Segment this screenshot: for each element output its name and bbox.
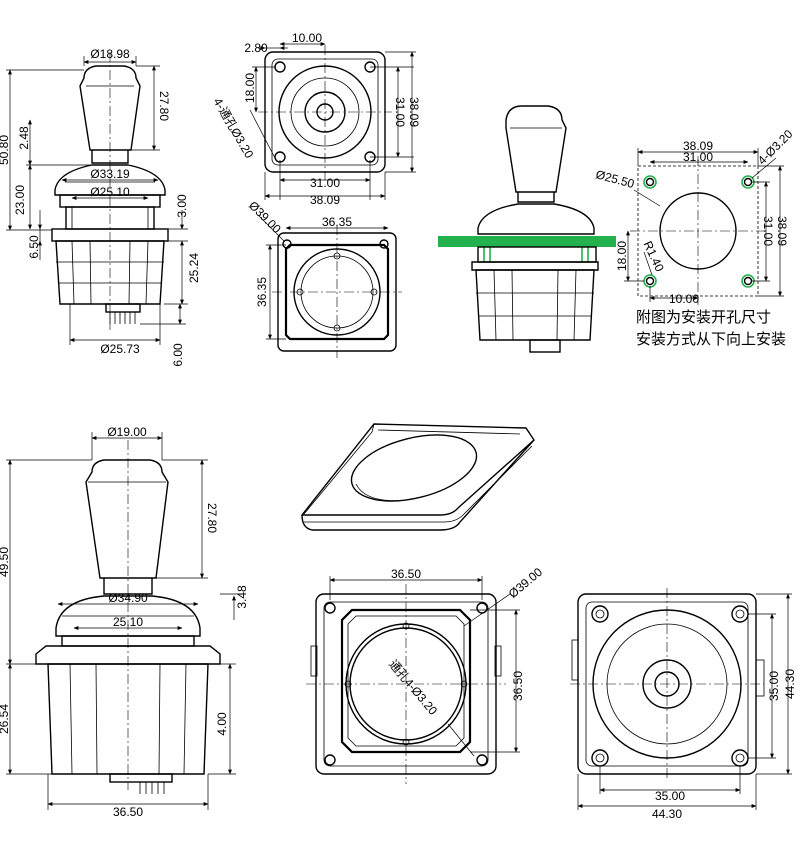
dim-bottom-width: 36.35 [322,215,352,229]
rear-view-bottom-right: 35.00 44.30 35.00 44.30 [570,588,797,821]
cutout-dim-pitch-x: 31.00 [683,150,713,164]
dim-bottom-circle: Ø39.00 [246,198,284,236]
side-view-top-left: Ø18.98 27.80 50.80 2.48 23.00 Ø33.19 Ø25… [0,47,201,367]
dim-hole-center-y: 18.00 [243,73,257,103]
cutout-dim-hole-y: 18.00 [615,241,629,271]
dim-width: 38.09 [310,193,340,207]
dim-hole-pitch-x: 31.00 [310,176,340,190]
dim-body-height: 25.24 [187,253,201,283]
panel-mount-view [438,105,616,353]
dim-height: 38.09 [407,97,421,127]
dim-collar-dia: Ø25.10 [90,185,130,199]
dim-bottom-height: 36.35 [255,277,269,307]
dim-total-height: 50.80 [0,135,11,165]
rear-dim-width: 44.30 [652,807,682,821]
cutout-dim-pitch-y: 31.00 [761,216,775,246]
dim-boot-dia: Ø33.19 [90,167,130,181]
front-dim-circle: Ø39.00 [506,565,545,601]
dim-boot-offset: 2.48 [17,126,31,150]
front-dim-height: 36.50 [511,671,525,701]
dim-boot-offset-2: 3.48 [235,585,249,609]
rear-dim-pitch-x: 35.00 [655,789,685,803]
front-view-bottom-mid: 36.50 Ø39.00 通孔4-Ø3.20 36.50 [306,565,545,784]
bottom-view-square: 36.35 Ø39.00 36.35 [246,198,402,358]
cutout-dim-width: 38.09 [683,139,713,153]
dim-body-height-2: 26.54 [0,704,11,734]
isometric-gasket [301,423,535,531]
top-view-square: 2.80 10.00 18.00 4-通孔Ø3.20 31.00 38.09 3… [211,31,421,207]
dim-4-holes: 4-通孔Ø3.20 [211,95,257,161]
dim-hole-center-x: 10.00 [292,31,322,45]
dim-body-width-2: 36.50 [113,805,143,819]
dim-hole-edge: 2.80 [244,41,268,55]
dim-flange-offset: 6.50 [27,235,41,259]
cutout-dim-height: 38.09 [775,216,789,246]
cutout-dim-hole-x: 10.00 [669,292,699,306]
dim-handle-height: 27.80 [157,91,171,121]
front-dim-holes: 通孔4-Ø3.20 [386,657,440,718]
side-view-bottom-left: Ø19.00 27.80 49.50 3.48 Ø34.90 25.10 26.… [0,425,249,819]
dim-boot-height: 23.00 [13,185,27,215]
dim-total-height-2: 49.50 [0,547,11,577]
dim-handle-height-2: 27.80 [205,503,219,533]
front-dim-width: 36.50 [391,567,421,581]
rear-dim-height: 44.30 [783,669,797,699]
mounting-panel [438,236,616,247]
dim-body-dia: Ø25.73 [100,342,140,356]
dim-hole-pitch-y: 31.00 [393,97,407,127]
dim-pin-length: 6.00 [171,343,185,367]
dim-boot-dia-2: Ø34.90 [108,591,148,605]
cutout-dim-center-hole: Ø25.50 [594,167,636,191]
cutout-note-line-1: 附图为安装开孔尺寸 [636,308,771,326]
dim-collar-dia-2: 25.10 [113,615,143,629]
dim-pin-length-2: 4.00 [215,712,229,736]
dim-flange-thick: 3.00 [175,194,189,218]
rear-dim-pitch-y: 35.00 [767,671,781,701]
cutout-dim-holes: 4-Ø3.20 [755,127,796,168]
cutout-drawing: 38.09 31.00 4-Ø3.20 Ø25.50 31.00 38.09 1… [594,127,795,348]
cutout-note-line-2: 安装方式从下向上安装 [636,330,786,348]
dim-handle-dia-2: Ø19.00 [107,425,147,439]
dim-handle-dia: Ø18.98 [90,47,130,61]
